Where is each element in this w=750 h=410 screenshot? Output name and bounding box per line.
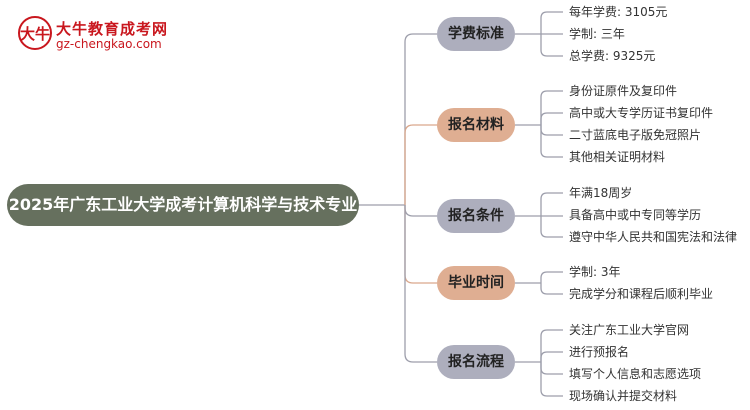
branch-node: 学费标准 (437, 17, 515, 51)
leaf-connector (540, 271, 563, 283)
leaf-item: 年满18周岁 (569, 186, 633, 200)
leaf-connector (540, 283, 563, 295)
branch-connector (404, 205, 437, 217)
leaf-item: 具备高中或中专同等学历 (569, 208, 702, 222)
branch-node: 报名流程 (437, 345, 515, 379)
leaf-connector (540, 216, 563, 238)
logo-badge-text: 大牛 (20, 25, 51, 43)
leaf-item: 现场确认并提交材料 (569, 389, 678, 403)
leaf-item: 完成学分和课程后顺利毕业 (569, 287, 714, 301)
leaf-item: 其他相关证明材料 (569, 150, 666, 164)
leaf-connector (540, 329, 563, 362)
leaf-connector (540, 34, 563, 57)
leaf-item: 每年学费: 3105元 (569, 5, 668, 19)
leaf-connector (540, 125, 563, 158)
leaf-connector (540, 192, 563, 216)
leaf-item: 学制: 3年 (569, 265, 621, 279)
leaf-item: 遵守中华人民共和国宪法和法律 (569, 230, 738, 244)
branch-node: 报名材料 (437, 108, 515, 142)
leaf-connector (540, 112, 563, 125)
site-logo[interactable]: 大牛 大牛教育成考网 gz-chengkao.com (18, 16, 178, 56)
leaf-connector (540, 362, 563, 397)
leaf-item: 进行预报名 (569, 345, 630, 359)
leaf-item: 高中或大专学历证书复印件 (569, 106, 714, 120)
branch-connector (404, 124, 437, 205)
mindmap-root-node: 2025年广东工业大学成考计算机科学与技术专业 (7, 184, 359, 226)
leaf-item: 关注广东工业大学官网 (569, 323, 690, 337)
logo-title: 大牛教育成考网 (56, 20, 169, 38)
logo-badge-icon: 大牛 (18, 16, 52, 50)
leaf-connector (540, 11, 563, 34)
leaf-item: 填写个人信息和志愿选项 (569, 367, 702, 381)
leaf-connector (540, 90, 563, 125)
leaf-item: 总学费: 9325元 (569, 49, 656, 63)
branch-node: 毕业时间 (437, 266, 515, 300)
leaf-connector (540, 362, 563, 375)
branch-connector (404, 205, 437, 284)
leaf-connector (540, 125, 563, 136)
logo-url: gz-chengkao.com (56, 37, 162, 51)
leaf-item: 身份证原件及复印件 (569, 84, 678, 98)
leaf-item: 二寸蓝底电子版免冠照片 (569, 128, 702, 142)
leaf-connector (540, 351, 563, 362)
branch-connector (404, 205, 437, 363)
branch-node: 报名条件 (437, 199, 515, 233)
branch-connector (404, 33, 437, 205)
leaf-item: 学制: 三年 (569, 27, 625, 41)
